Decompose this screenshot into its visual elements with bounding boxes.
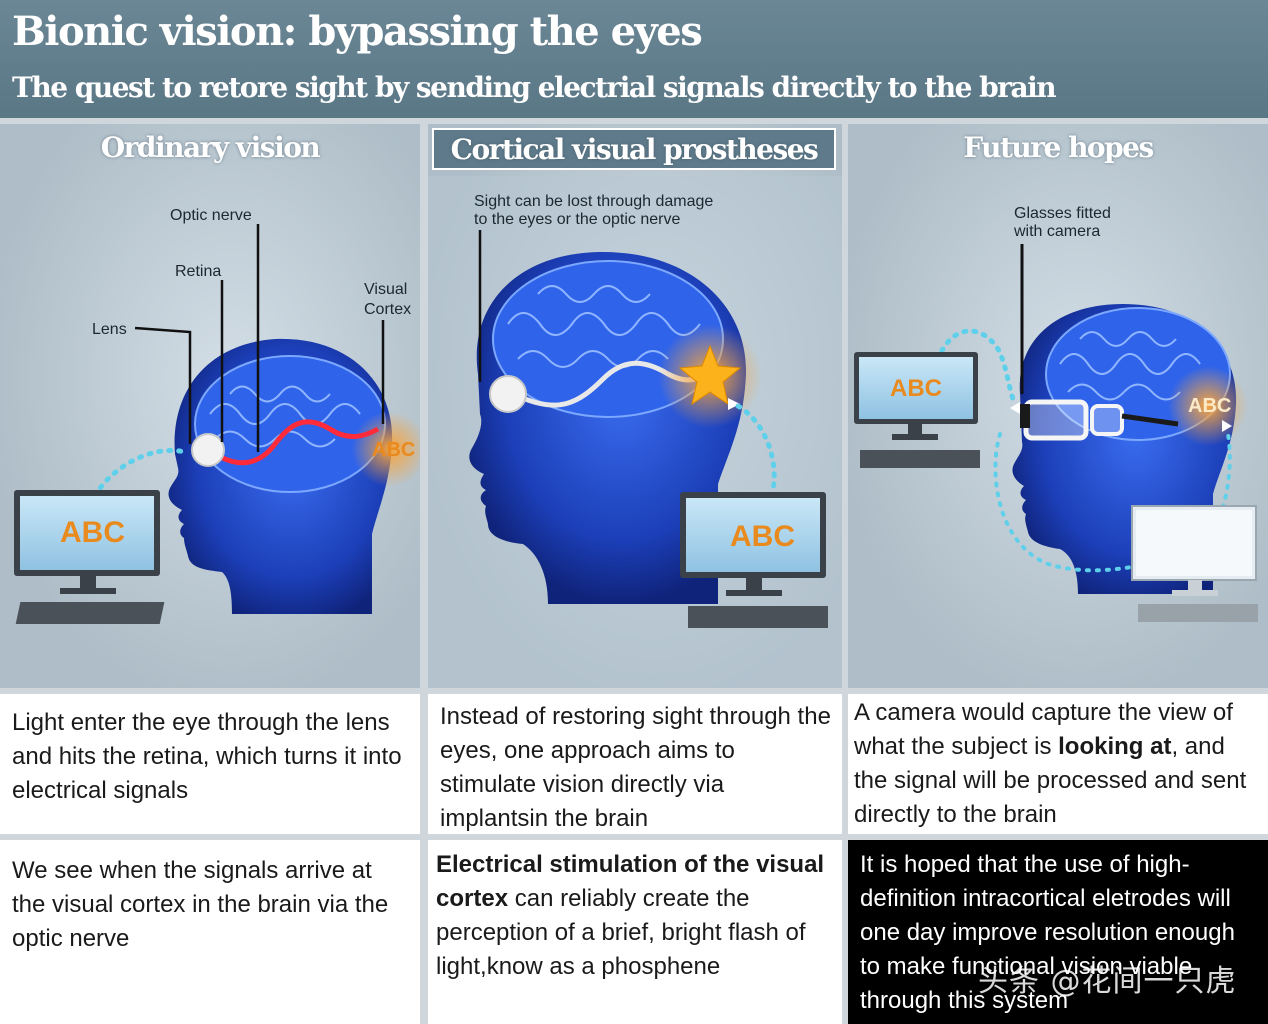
future-hopes-illustration: ABC Glasses fitted with camera ABC <box>854 205 1258 622</box>
page-subtitle: The quest to retore sight by sending ele… <box>12 71 1057 104</box>
brain <box>194 355 386 493</box>
caption-cortical-top: Instead of restoring sight through the e… <box>428 694 842 834</box>
camera-glasses <box>1020 399 1179 441</box>
monitor-abc-text: ABC <box>730 520 795 553</box>
heading-future-hopes: Future hopes <box>963 131 1154 164</box>
watermark: 头条 @花间一只虎 <box>978 964 1237 999</box>
panel-future-hopes: ABC Glasses fitted with camera ABC <box>848 124 1268 688</box>
signal-path-dots <box>993 432 1232 573</box>
label-damage-line2: to the eyes or the optic nerve <box>474 211 680 228</box>
monitor <box>14 490 165 624</box>
panel-ordinary-vision: ABC Optic nerve Retina Lens Visual Corte… <box>0 124 420 688</box>
ordinary-vision-illustration: ABC Optic nerve Retina Lens Visual Corte… <box>14 207 420 624</box>
caption-ordinary-bottom: We see when the signals arrive at the vi… <box>0 840 420 1024</box>
brain-folds <box>209 385 361 448</box>
caption-future-top-post: , and the signal will be processed and s… <box>854 733 1247 828</box>
label-cortex: Cortex <box>364 301 411 318</box>
camera-path-dots <box>935 328 1016 402</box>
brain-abc-text: ABC <box>372 439 415 461</box>
monitor <box>680 492 828 628</box>
heading-box-cortical: Cortical visual prostheses <box>432 128 836 170</box>
lens-leader <box>134 326 192 444</box>
header-banner: Bionic vision: bypassing the eyes The qu… <box>0 0 1268 118</box>
label-glasses-line2: with camera <box>1013 223 1100 240</box>
page-title: Bionic vision: bypassing the eyes <box>12 8 703 55</box>
light-path-dots <box>92 448 188 499</box>
monitor-abc-text: ABC <box>60 516 125 549</box>
caption-future-bottom: It is hoped that the use of high-definit… <box>848 840 1268 1024</box>
heading-cortical-prostheses: Cortical visual prostheses <box>450 133 819 166</box>
brain-folds <box>507 285 701 368</box>
visual-cortex-glow <box>352 411 420 487</box>
label-retina: Retina <box>175 263 221 280</box>
arrow-icon <box>1222 420 1232 432</box>
panel-cortical-prostheses: Sight can be lost through damage to the … <box>428 124 842 688</box>
eye <box>191 433 225 467</box>
caption-future-top-bold: looking at <box>1058 733 1172 760</box>
monitor-right <box>1131 505 1258 622</box>
monitor-abc-text: ABC <box>890 375 942 402</box>
monitor-left <box>854 352 980 468</box>
caption-cortical-bottom-bold: Electrical stimulation of the visual cor… <box>436 851 825 912</box>
brain-folds <box>1059 331 1201 401</box>
arrow-icon-glasses <box>1010 402 1020 414</box>
caption-future-top-pre: A camera would capture the view of what … <box>854 699 1233 760</box>
label-visual: Visual <box>364 281 407 298</box>
label-optic-nerve: Optic nerve <box>170 207 252 224</box>
brain-abc-text: ABC <box>1188 395 1231 417</box>
label-glasses-line1: Glasses fitted <box>1014 205 1111 222</box>
label-damage-line1: Sight can be lost through damage <box>474 193 713 210</box>
signal-path-dots <box>735 403 777 492</box>
phosphene-star-icon <box>678 344 742 406</box>
cortical-prostheses-illustration: Sight can be lost through damage to the … <box>428 176 842 688</box>
eye <box>489 375 527 413</box>
caption-cortical-bottom: Electrical stimulation of the visual cor… <box>428 840 842 1024</box>
label-lens: Lens <box>92 321 127 338</box>
caption-ordinary-top: Light enter the eye through the lens and… <box>0 694 420 834</box>
optic-nerve-signal <box>213 419 380 466</box>
heading-ordinary-vision: Ordinary vision <box>100 131 321 164</box>
caption-future-top: A camera would capture the view of what … <box>848 694 1268 834</box>
arrow-icon <box>728 398 740 410</box>
caption-cortical-bottom-post: can reliably create the perception of a … <box>436 885 806 980</box>
